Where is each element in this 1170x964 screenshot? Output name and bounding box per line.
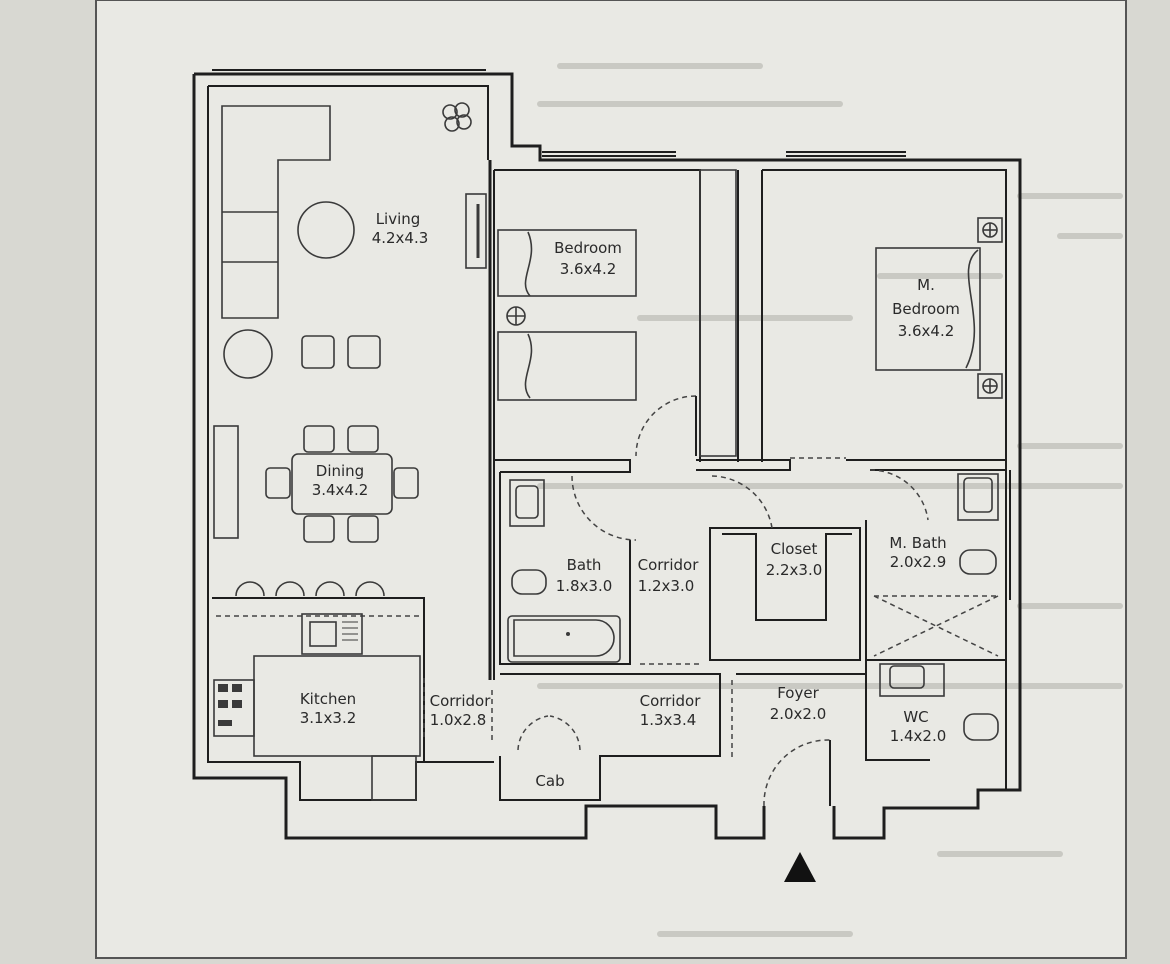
tv-unit <box>465 193 487 269</box>
wc-size: 1.4x2.0 <box>890 727 947 745</box>
bar-stools <box>235 581 265 597</box>
entrance-arrow-icon <box>784 852 816 882</box>
stove <box>213 679 255 737</box>
cab-name: Cab <box>535 772 564 790</box>
dining-table <box>291 453 393 515</box>
furniture <box>213 102 1003 801</box>
corridor-b-name: Corridor <box>430 692 492 710</box>
bath-name: Bath <box>567 556 602 574</box>
kitchen-name: Kitchen <box>300 690 356 708</box>
fixture-details <box>218 632 570 726</box>
bath-walls <box>499 472 631 665</box>
master-bedroom-name: M. <box>917 276 935 294</box>
closet-name: Closet <box>771 540 818 558</box>
living-name: Living <box>376 210 421 228</box>
corridor-b-size: 1.0x2.8 <box>430 711 487 729</box>
master-bedroom-name2: Bedroom <box>892 300 960 318</box>
bed-bedroom <box>497 229 637 297</box>
corridor-foyer-walls <box>499 673 721 801</box>
bath-sink <box>509 479 545 527</box>
exterior-wall-north-east <box>194 72 1022 840</box>
exterior-wall-south-west <box>192 74 766 840</box>
side-table <box>223 329 273 379</box>
inner-wall-living-top <box>208 85 489 160</box>
dining-size: 3.4x4.2 <box>312 481 369 499</box>
wc-walls <box>865 660 900 761</box>
windows <box>212 69 1011 600</box>
lamp-icon <box>977 373 1003 399</box>
corridor-c-size: 1.3x3.4 <box>640 711 697 729</box>
bath-toilet <box>511 569 547 595</box>
bedroom-size: 3.6x4.2 <box>560 260 617 278</box>
corridor-a-size: 1.2x3.0 <box>638 577 695 595</box>
corridor-a-name: Corridor <box>638 556 700 574</box>
living-size: 4.2x4.3 <box>372 229 429 247</box>
bathtub <box>507 615 621 663</box>
coffee-table <box>297 201 355 259</box>
bath-size: 1.8x3.0 <box>556 577 613 595</box>
paper-page <box>95 0 1127 959</box>
fridge <box>371 755 417 801</box>
wardrobe <box>699 169 737 457</box>
room-labels: Living 4.2x4.3 Bedroom 3.6x4.2 M. Bedroo… <box>300 210 960 790</box>
bedroom-name: Bedroom <box>554 239 622 257</box>
dashed-openings <box>216 457 1000 760</box>
door-leaves <box>695 396 930 806</box>
lamp-icon <box>977 217 1003 243</box>
kitchen-size: 3.1x3.2 <box>300 709 357 727</box>
bath-top-wall <box>494 459 631 473</box>
plan-walls <box>192 72 1022 840</box>
closet-size: 2.2x3.0 <box>766 561 823 579</box>
bleed-through-lines <box>537 63 1123 937</box>
dining-name: Dining <box>316 462 364 480</box>
foyer-size: 2.0x2.0 <box>770 705 827 723</box>
wc-name: WC <box>903 708 928 726</box>
bed-master <box>875 247 981 371</box>
master-bath-sink <box>957 473 999 521</box>
master-bath-name: M. Bath <box>889 534 946 552</box>
master-bath-toilet <box>959 549 997 575</box>
ottoman <box>301 335 335 369</box>
lamp-icon <box>506 306 526 326</box>
kitchen-sink <box>301 613 363 655</box>
door-swings <box>517 395 929 807</box>
master-bath-size: 2.0x2.9 <box>890 553 947 571</box>
sideboard <box>213 425 239 539</box>
foyer-name: Foyer <box>777 684 819 702</box>
master-bedroom-size: 3.6x4.2 <box>898 322 955 340</box>
corridor-c-name: Corridor <box>640 692 702 710</box>
sofa <box>221 105 331 319</box>
plant-icon <box>442 102 472 132</box>
closet-walls <box>709 527 861 661</box>
wc-toilet <box>963 713 999 741</box>
wc-sink <box>879 663 945 697</box>
